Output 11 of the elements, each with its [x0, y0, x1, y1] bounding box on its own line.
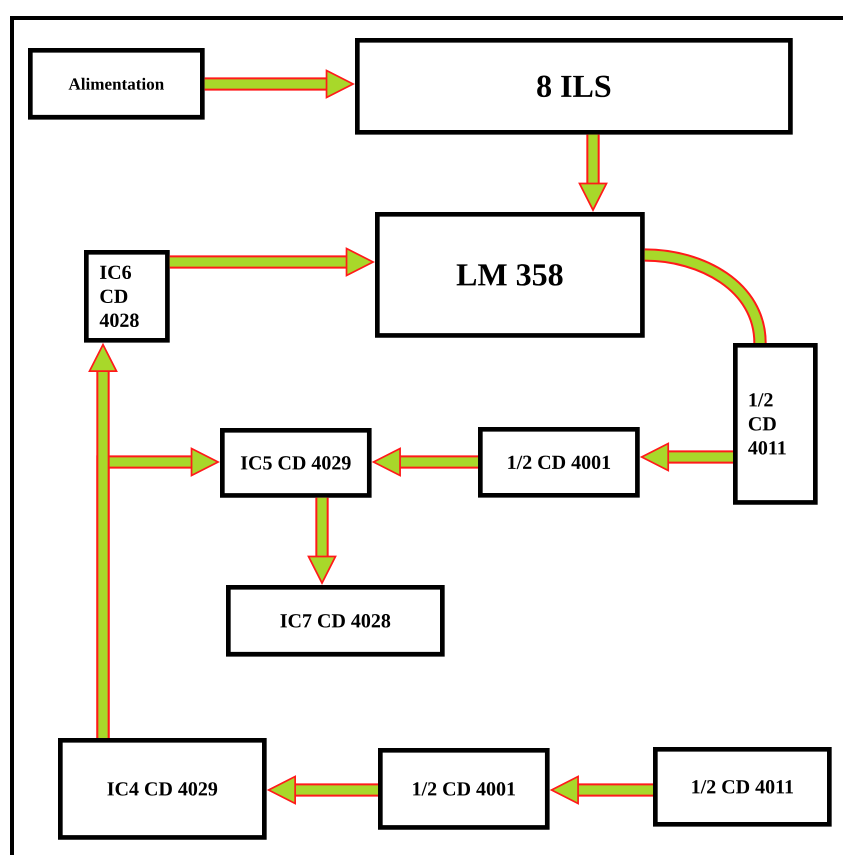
- block-box: IC7 CD 4028: [226, 585, 445, 657]
- block-box: 1/2 CD 4001: [378, 748, 550, 830]
- block-box: LM 358: [375, 212, 645, 338]
- block-box: IC6 CD 4028: [84, 250, 170, 343]
- block-box: 1/2 CD 4011: [733, 343, 818, 505]
- block-box: 1/2 CD 4001: [478, 427, 640, 498]
- block-box: 1/2 CD 4011: [653, 747, 832, 827]
- block-box: IC5 CD 4029: [220, 428, 372, 498]
- block-box: 8 ILS: [355, 38, 793, 135]
- block-box: Alimentation: [28, 48, 205, 120]
- block-box: IC4 CD 4029: [58, 738, 267, 840]
